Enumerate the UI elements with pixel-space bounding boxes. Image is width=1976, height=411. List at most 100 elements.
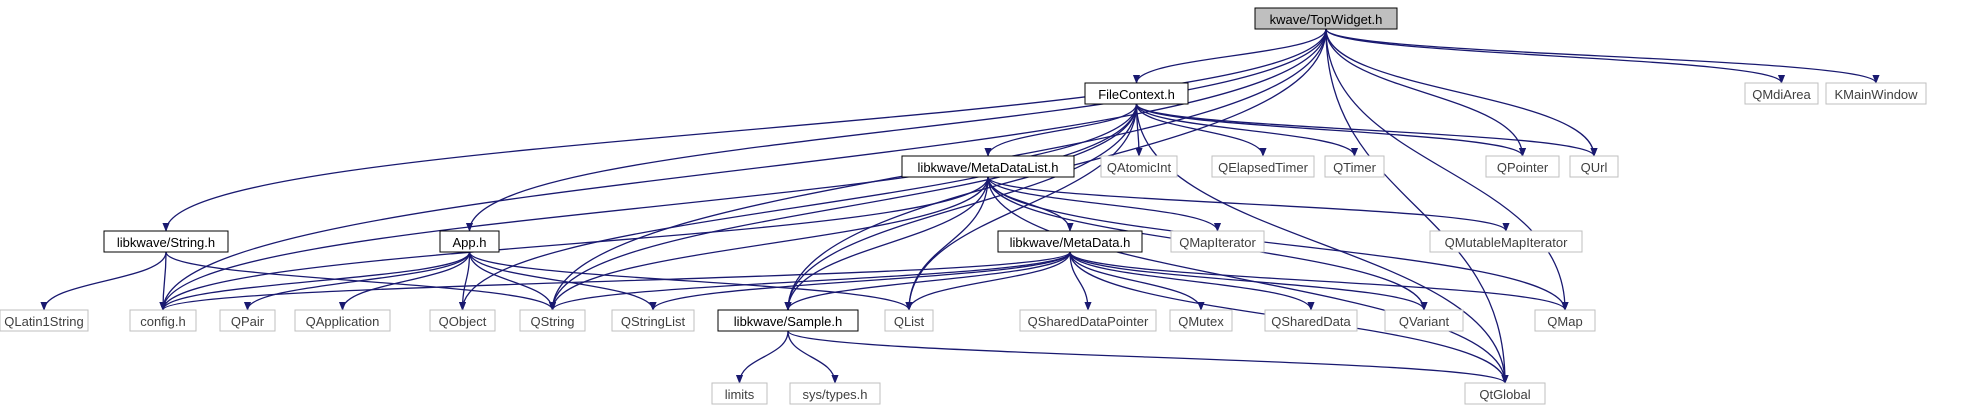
edge-metadatalist-to-qtglobal xyxy=(987,176,1509,384)
node-box-app xyxy=(439,230,500,253)
edge-topwidget-to-qmap xyxy=(1325,28,1569,311)
node-box-qstringlist xyxy=(611,309,695,332)
node-limits: limits xyxy=(711,382,768,405)
node-topwidget[interactable]: kwave/TopWidget.h xyxy=(1254,7,1398,30)
edge-sample-to-limits xyxy=(735,330,789,384)
edge-topwidget-to-config xyxy=(159,28,1327,311)
node-box-qtimer xyxy=(1324,155,1385,178)
edge-metadata-to-qshareddata xyxy=(1069,251,1315,311)
node-sample[interactable]: libkwave/Sample.h xyxy=(717,309,859,332)
edge-metadata-to-qmutex xyxy=(1069,251,1205,311)
node-label-qstringlist: QStringList xyxy=(621,314,686,329)
node-qstringlist: QStringList xyxy=(611,309,695,332)
node-label-qlist: QList xyxy=(894,314,925,329)
node-box-sample xyxy=(717,309,859,332)
edge-topwidget-to-qpointer xyxy=(1325,28,1527,157)
node-label-qshareddata: QSharedData xyxy=(1271,314,1351,329)
node-qpair: QPair xyxy=(219,309,276,332)
edge-topwidget-to-app xyxy=(465,28,1327,232)
node-box-topwidget xyxy=(1254,7,1398,30)
node-config: config.h xyxy=(129,309,197,332)
node-qapplication: QApplication xyxy=(294,309,391,332)
edge-topwidget-to-string xyxy=(162,28,1327,232)
node-box-qshareddatapointer xyxy=(1019,309,1157,332)
edge-metadata-to-sample xyxy=(784,251,1071,311)
node-box-qpair xyxy=(219,309,276,332)
node-kmainwindow: KMainWindow xyxy=(1825,82,1927,105)
node-qelapsedtimer: QElapsedTimer xyxy=(1211,155,1315,178)
node-box-systypes xyxy=(789,382,881,405)
node-box-qtglobal xyxy=(1464,382,1546,405)
node-qtimer: QTimer xyxy=(1324,155,1385,178)
node-label-qurl: QUrl xyxy=(1581,160,1608,175)
edge-sample-to-qtglobal xyxy=(787,330,1509,384)
node-box-qlist xyxy=(884,309,934,332)
node-qmutablemapiterator: QMutableMapIterator xyxy=(1429,230,1583,253)
edge-filecontext-to-metadatalist xyxy=(984,103,1138,157)
edge-topwidget-to-qurl xyxy=(1325,28,1598,157)
node-label-qmutex: QMutex xyxy=(1178,314,1224,329)
node-qmdiarea: QMdiArea xyxy=(1744,82,1819,105)
edge-app-to-qstringlist xyxy=(468,251,657,311)
node-label-string: libkwave/String.h xyxy=(117,235,215,250)
node-box-metadata xyxy=(997,230,1143,253)
edge-filecontext-to-config xyxy=(159,103,1138,311)
edge-filecontext-to-qelapsedtimer xyxy=(1135,103,1267,157)
node-box-qlatin1string xyxy=(0,309,89,332)
node-label-qatomicint: QAtomicInt xyxy=(1107,160,1172,175)
edge-topwidget-to-kmainwindow xyxy=(1325,28,1880,84)
edge-topwidget-to-qtglobal xyxy=(1325,28,1509,384)
node-box-qmdiarea xyxy=(1744,82,1819,105)
edge-sample-to-systypes xyxy=(787,330,839,384)
node-label-qelapsedtimer: QElapsedTimer xyxy=(1218,160,1308,175)
node-qstring: QString xyxy=(519,309,586,332)
edge-metadata-to-config xyxy=(159,251,1071,311)
edge-filecontext-to-sample xyxy=(784,103,1138,311)
node-qshareddatapointer: QSharedDataPointer xyxy=(1019,309,1157,332)
edge-metadata-to-qvariant xyxy=(1069,251,1428,311)
node-label-qmutablemapiterator: QMutableMapIterator xyxy=(1445,235,1569,250)
node-box-qapplication xyxy=(294,309,391,332)
node-metadatalist[interactable]: libkwave/MetaDataList.h xyxy=(901,155,1075,178)
edge-string-to-qlatin1string xyxy=(40,251,167,311)
node-box-qpointer xyxy=(1485,155,1560,178)
node-qshareddata: QSharedData xyxy=(1264,309,1358,332)
node-qatomicint: QAtomicInt xyxy=(1100,155,1178,178)
node-filecontext[interactable]: FileContext.h xyxy=(1084,82,1189,105)
node-qmap: QMap xyxy=(1534,309,1596,332)
edge-filecontext-to-qurl xyxy=(1135,103,1598,157)
edge-app-to-qapplication xyxy=(338,251,471,311)
edge-metadata-to-qshareddatapointer xyxy=(1069,251,1092,311)
node-label-qpointer: QPointer xyxy=(1497,160,1549,175)
edge-app-to-qobject xyxy=(458,251,471,311)
node-box-qshareddata xyxy=(1264,309,1358,332)
edge-metadata-to-qmap xyxy=(1069,251,1569,311)
node-string[interactable]: libkwave/String.h xyxy=(103,230,229,253)
node-label-qapplication: QApplication xyxy=(306,314,380,329)
edge-app-to-config xyxy=(159,251,471,311)
node-app[interactable]: App.h xyxy=(439,230,500,253)
node-label-topwidget: kwave/TopWidget.h xyxy=(1270,12,1383,27)
node-box-filecontext xyxy=(1084,82,1189,105)
node-box-qmutablemapiterator xyxy=(1429,230,1583,253)
edge-metadatalist-to-sample xyxy=(784,176,989,311)
node-label-filecontext: FileContext.h xyxy=(1098,87,1175,102)
node-box-qmap xyxy=(1534,309,1596,332)
dependency-edges xyxy=(40,28,1880,384)
node-label-qpair: QPair xyxy=(231,314,265,329)
node-box-qelapsedtimer xyxy=(1211,155,1315,178)
node-label-metadatalist: libkwave/MetaDataList.h xyxy=(918,160,1059,175)
edge-metadatalist-to-qlist xyxy=(905,176,989,311)
node-systypes: sys/types.h xyxy=(789,382,881,405)
edge-app-to-qlist xyxy=(468,251,913,311)
edge-app-to-qpair xyxy=(243,251,471,311)
node-box-config xyxy=(129,309,197,332)
node-qlatin1string: QLatin1String xyxy=(0,309,89,332)
node-box-qmutex xyxy=(1169,309,1233,332)
node-box-qurl xyxy=(1569,155,1619,178)
node-metadata[interactable]: libkwave/MetaData.h xyxy=(997,230,1143,253)
node-label-qlatin1string: QLatin1String xyxy=(4,314,84,329)
node-label-limits: limits xyxy=(725,387,755,402)
node-label-qstring: QString xyxy=(530,314,574,329)
node-label-qtglobal: QtGlobal xyxy=(1479,387,1530,402)
